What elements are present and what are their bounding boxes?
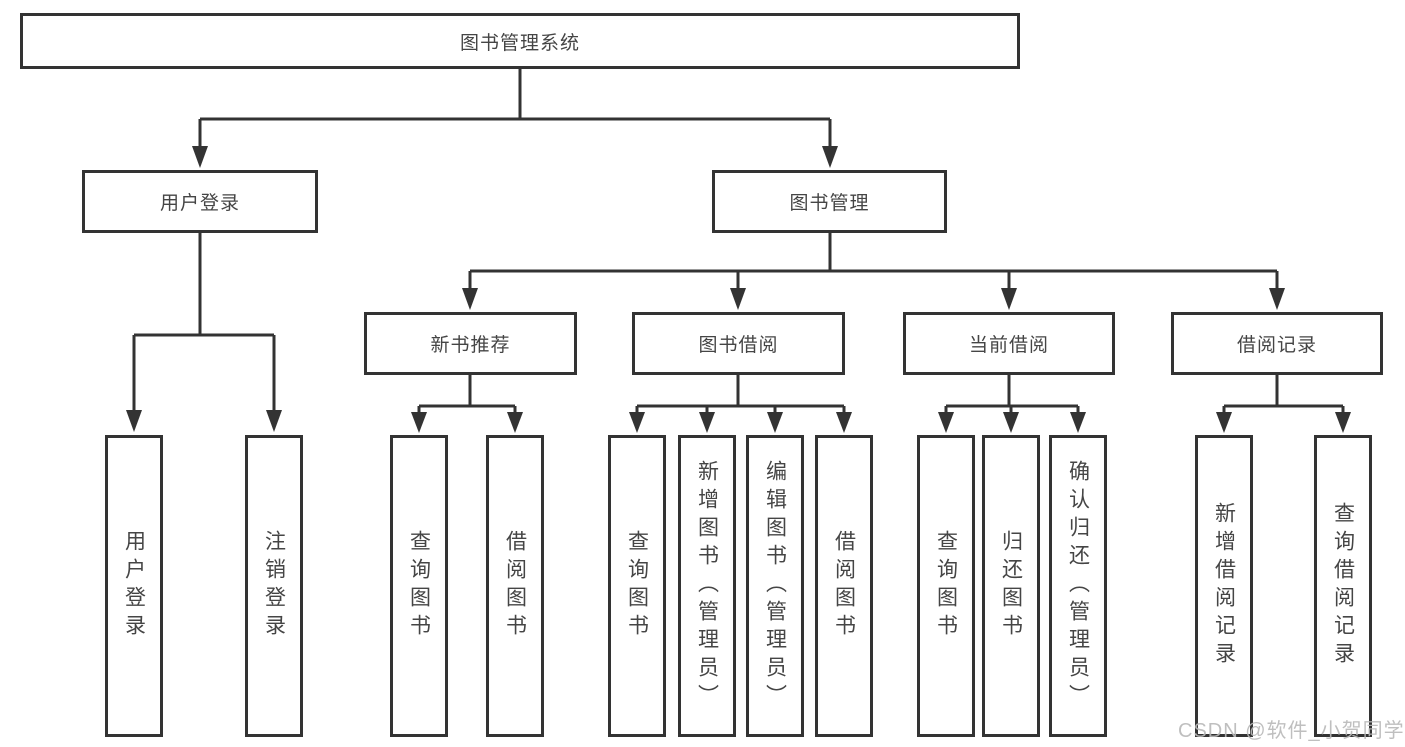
connector-book-management-branch <box>468 233 1279 290</box>
leaf-query-books-current: 查询图书 <box>917 435 975 737</box>
connector-borrowing-records-branch <box>1222 375 1345 414</box>
connector-new-book-recommend-branch <box>417 375 517 414</box>
arrowheads-root-branch <box>192 146 838 168</box>
leaf-query-books-borrowing: 查询图书 <box>608 435 666 737</box>
node-new-book-recommend: 新书推荐 <box>364 312 577 375</box>
leaf-borrow-books-borrowing: 借阅图书 <box>815 435 873 737</box>
node-borrowing-records: 借阅记录 <box>1171 312 1383 375</box>
node-user-login-branch: 用户登录 <box>82 170 318 233</box>
leaf-return-books: 归还图书 <box>982 435 1040 737</box>
leaf-user-login: 用户登录 <box>105 435 163 737</box>
leaf-borrow-books-recommend: 借阅图书 <box>486 435 544 737</box>
arrowheads-book-borrowing-branch <box>629 412 852 433</box>
csdn-watermark: CSDN @软件_小贺同学 <box>1178 720 1405 742</box>
connector-root-branch <box>198 69 832 148</box>
arrowheads-user-login-branch <box>126 410 282 432</box>
leaf-query-borrow-record: 查询借阅记录 <box>1314 435 1372 737</box>
node-book-borrowing: 图书借阅 <box>632 312 845 375</box>
connector-book-borrowing-branch <box>635 375 846 414</box>
leaf-query-books-recommend: 查询图书 <box>390 435 448 737</box>
connector-user-login-branch <box>132 233 276 412</box>
arrowheads-borrowing-records-branch <box>1216 412 1351 433</box>
arrowheads-new-book-recommend-branch <box>411 412 523 433</box>
node-current-borrowing: 当前借阅 <box>903 312 1115 375</box>
connector-current-borrowing-branch <box>944 375 1080 414</box>
leaf-logout: 注销登录 <box>245 435 303 737</box>
leaf-add-borrow-record: 新增借阅记录 <box>1195 435 1253 737</box>
node-book-management-branch: 图书管理 <box>712 170 947 233</box>
leaf-edit-books-admin: 编辑图书（管理员） <box>746 435 804 737</box>
node-root-library-system: 图书管理系统 <box>20 13 1020 69</box>
arrowheads-current-borrowing-branch <box>938 412 1086 433</box>
leaf-confirm-return-admin: 确认归还（管理员） <box>1049 435 1107 737</box>
arrowheads-book-management-branch <box>462 288 1285 310</box>
leaf-add-books-admin: 新增图书（管理员） <box>678 435 736 737</box>
